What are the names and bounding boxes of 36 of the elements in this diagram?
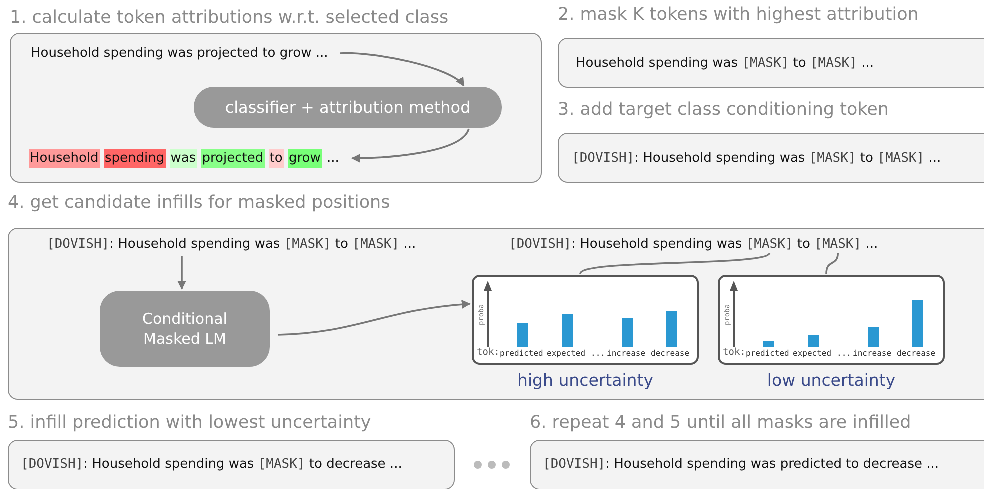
- arrow: [352, 128, 470, 163]
- tick-label: increase: [853, 349, 892, 358]
- tick-label: decrease: [897, 349, 936, 358]
- highlighted-sentence: Household spending was projected to grow ...: [29, 151, 340, 166]
- tick-label: expected: [793, 349, 832, 358]
- tick-label: ...: [837, 349, 852, 358]
- arrow: [178, 256, 186, 290]
- sentence: [DOVISH]: Household spending was [MASK] to decrease ...: [21, 457, 402, 472]
- tick-label: increase: [607, 349, 646, 358]
- tick-label: ...: [591, 349, 606, 358]
- tick-label: decrease: [651, 349, 690, 358]
- arrow: [278, 300, 471, 336]
- step-heading: 1. calculate token attributions w.r.t. selected class: [10, 8, 449, 28]
- step-heading: 3. add target class conditioning token: [558, 100, 890, 120]
- model-box: classifier + attribution method: [194, 87, 502, 128]
- tick-label: predicted: [500, 349, 544, 358]
- sentence: [DOVISH]: Household spending was [MASK] to [MASK] ...: [572, 151, 942, 166]
- axis-label: tok:: [723, 347, 746, 358]
- connector-line: [826, 252, 839, 274]
- sentence: Household spending was [MASK] to [MASK] ...: [576, 56, 874, 71]
- step-heading: 5. infill prediction with lowest uncertainty: [8, 413, 372, 433]
- sentence: [DOVISH]: Household spending was [MASK] to [MASK] ...: [47, 237, 416, 252]
- node-label: high uncertainty: [518, 371, 654, 390]
- step-heading: 6. repeat 4 and 5 until all masks are infilled: [530, 413, 912, 433]
- step-heading: 2. mask K tokens with highest attribution: [558, 5, 919, 25]
- connector-line: [580, 252, 770, 275]
- sentence: Household spending was projected to grow ...: [31, 46, 328, 61]
- tick-label: expected: [547, 349, 586, 358]
- node-label: low uncertainty: [767, 371, 896, 390]
- model-box: Conditional Masked LM: [100, 291, 270, 367]
- arrow: [340, 52, 465, 87]
- step-heading: 4. get candidate infills for masked positions: [8, 193, 390, 213]
- sentence: [DOVISH]: Household spending was [MASK] to [MASK] ...: [509, 237, 878, 252]
- sentence: [DOVISH]: Household spending was predicted to decrease ...: [543, 457, 940, 472]
- axis-label: tok:: [477, 347, 500, 358]
- tick-label: predicted: [746, 349, 790, 358]
